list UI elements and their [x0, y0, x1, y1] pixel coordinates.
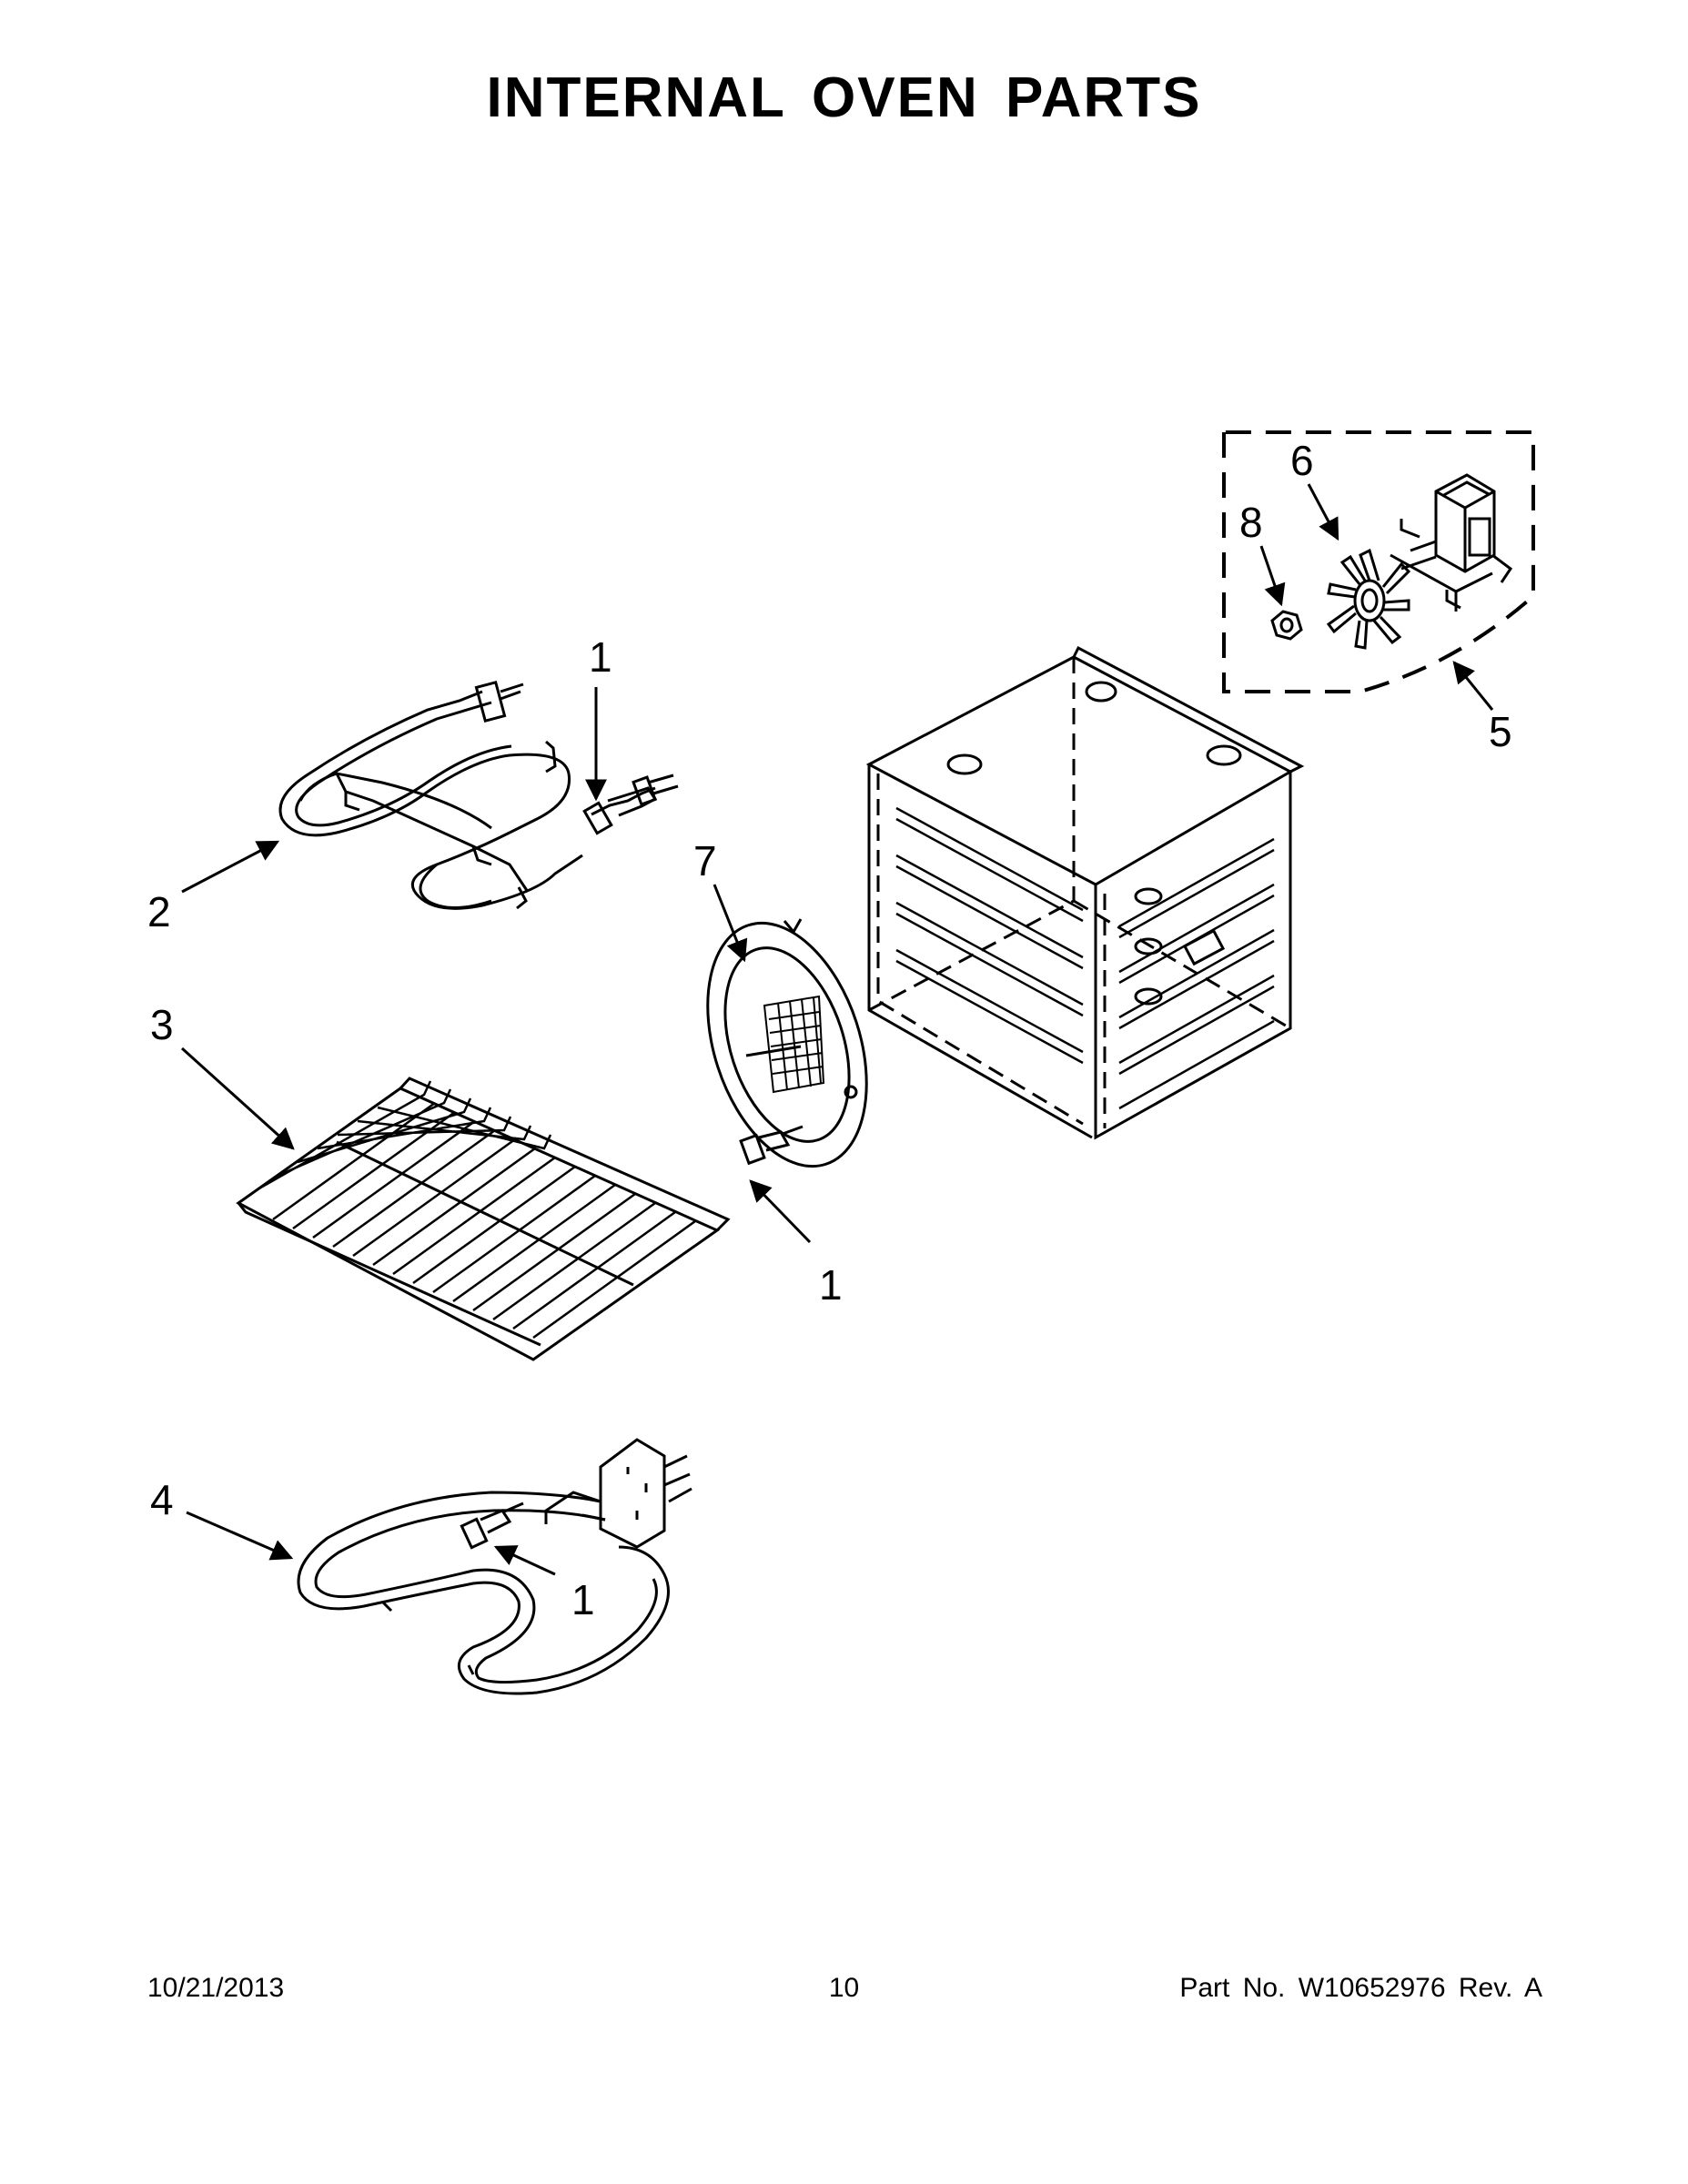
- oven-rack: [236, 1077, 731, 1361]
- oven-cavity: [865, 645, 1305, 1140]
- callout-5: 5: [1489, 708, 1512, 755]
- fan-motor: [1390, 473, 1513, 612]
- broil-element: [278, 680, 583, 910]
- callout-1-cover: 1: [819, 1261, 843, 1309]
- callout-8: 8: [1239, 499, 1263, 546]
- callout-1-bake: 1: [571, 1576, 595, 1623]
- callout-2: 2: [147, 888, 171, 935]
- callout-7: 7: [693, 837, 717, 885]
- page-title: INTERNAL OVEN PARTS: [486, 66, 1202, 129]
- callout-arrows: [180, 483, 1494, 1576]
- footer-date: 10/21/2013: [147, 1973, 285, 2003]
- footer-part-number: Part No. W10652976 Rev. A: [1179, 1973, 1542, 2003]
- bake-element: [297, 1438, 692, 1695]
- callout-1-top: 1: [589, 633, 612, 681]
- nut: [1270, 610, 1303, 641]
- callout-4: 4: [150, 1476, 174, 1523]
- footer-page-number: 10: [828, 1973, 860, 2003]
- screw-cover: [739, 1125, 804, 1166]
- fan-motor-assembly-box: [1222, 430, 1535, 693]
- screw-bake: [460, 1502, 524, 1550]
- fan-blade: [1326, 548, 1411, 650]
- screw-top: [582, 774, 679, 835]
- callout-3: 3: [150, 1001, 174, 1048]
- fan-cover: [706, 918, 868, 1168]
- callout-6: 6: [1290, 437, 1314, 484]
